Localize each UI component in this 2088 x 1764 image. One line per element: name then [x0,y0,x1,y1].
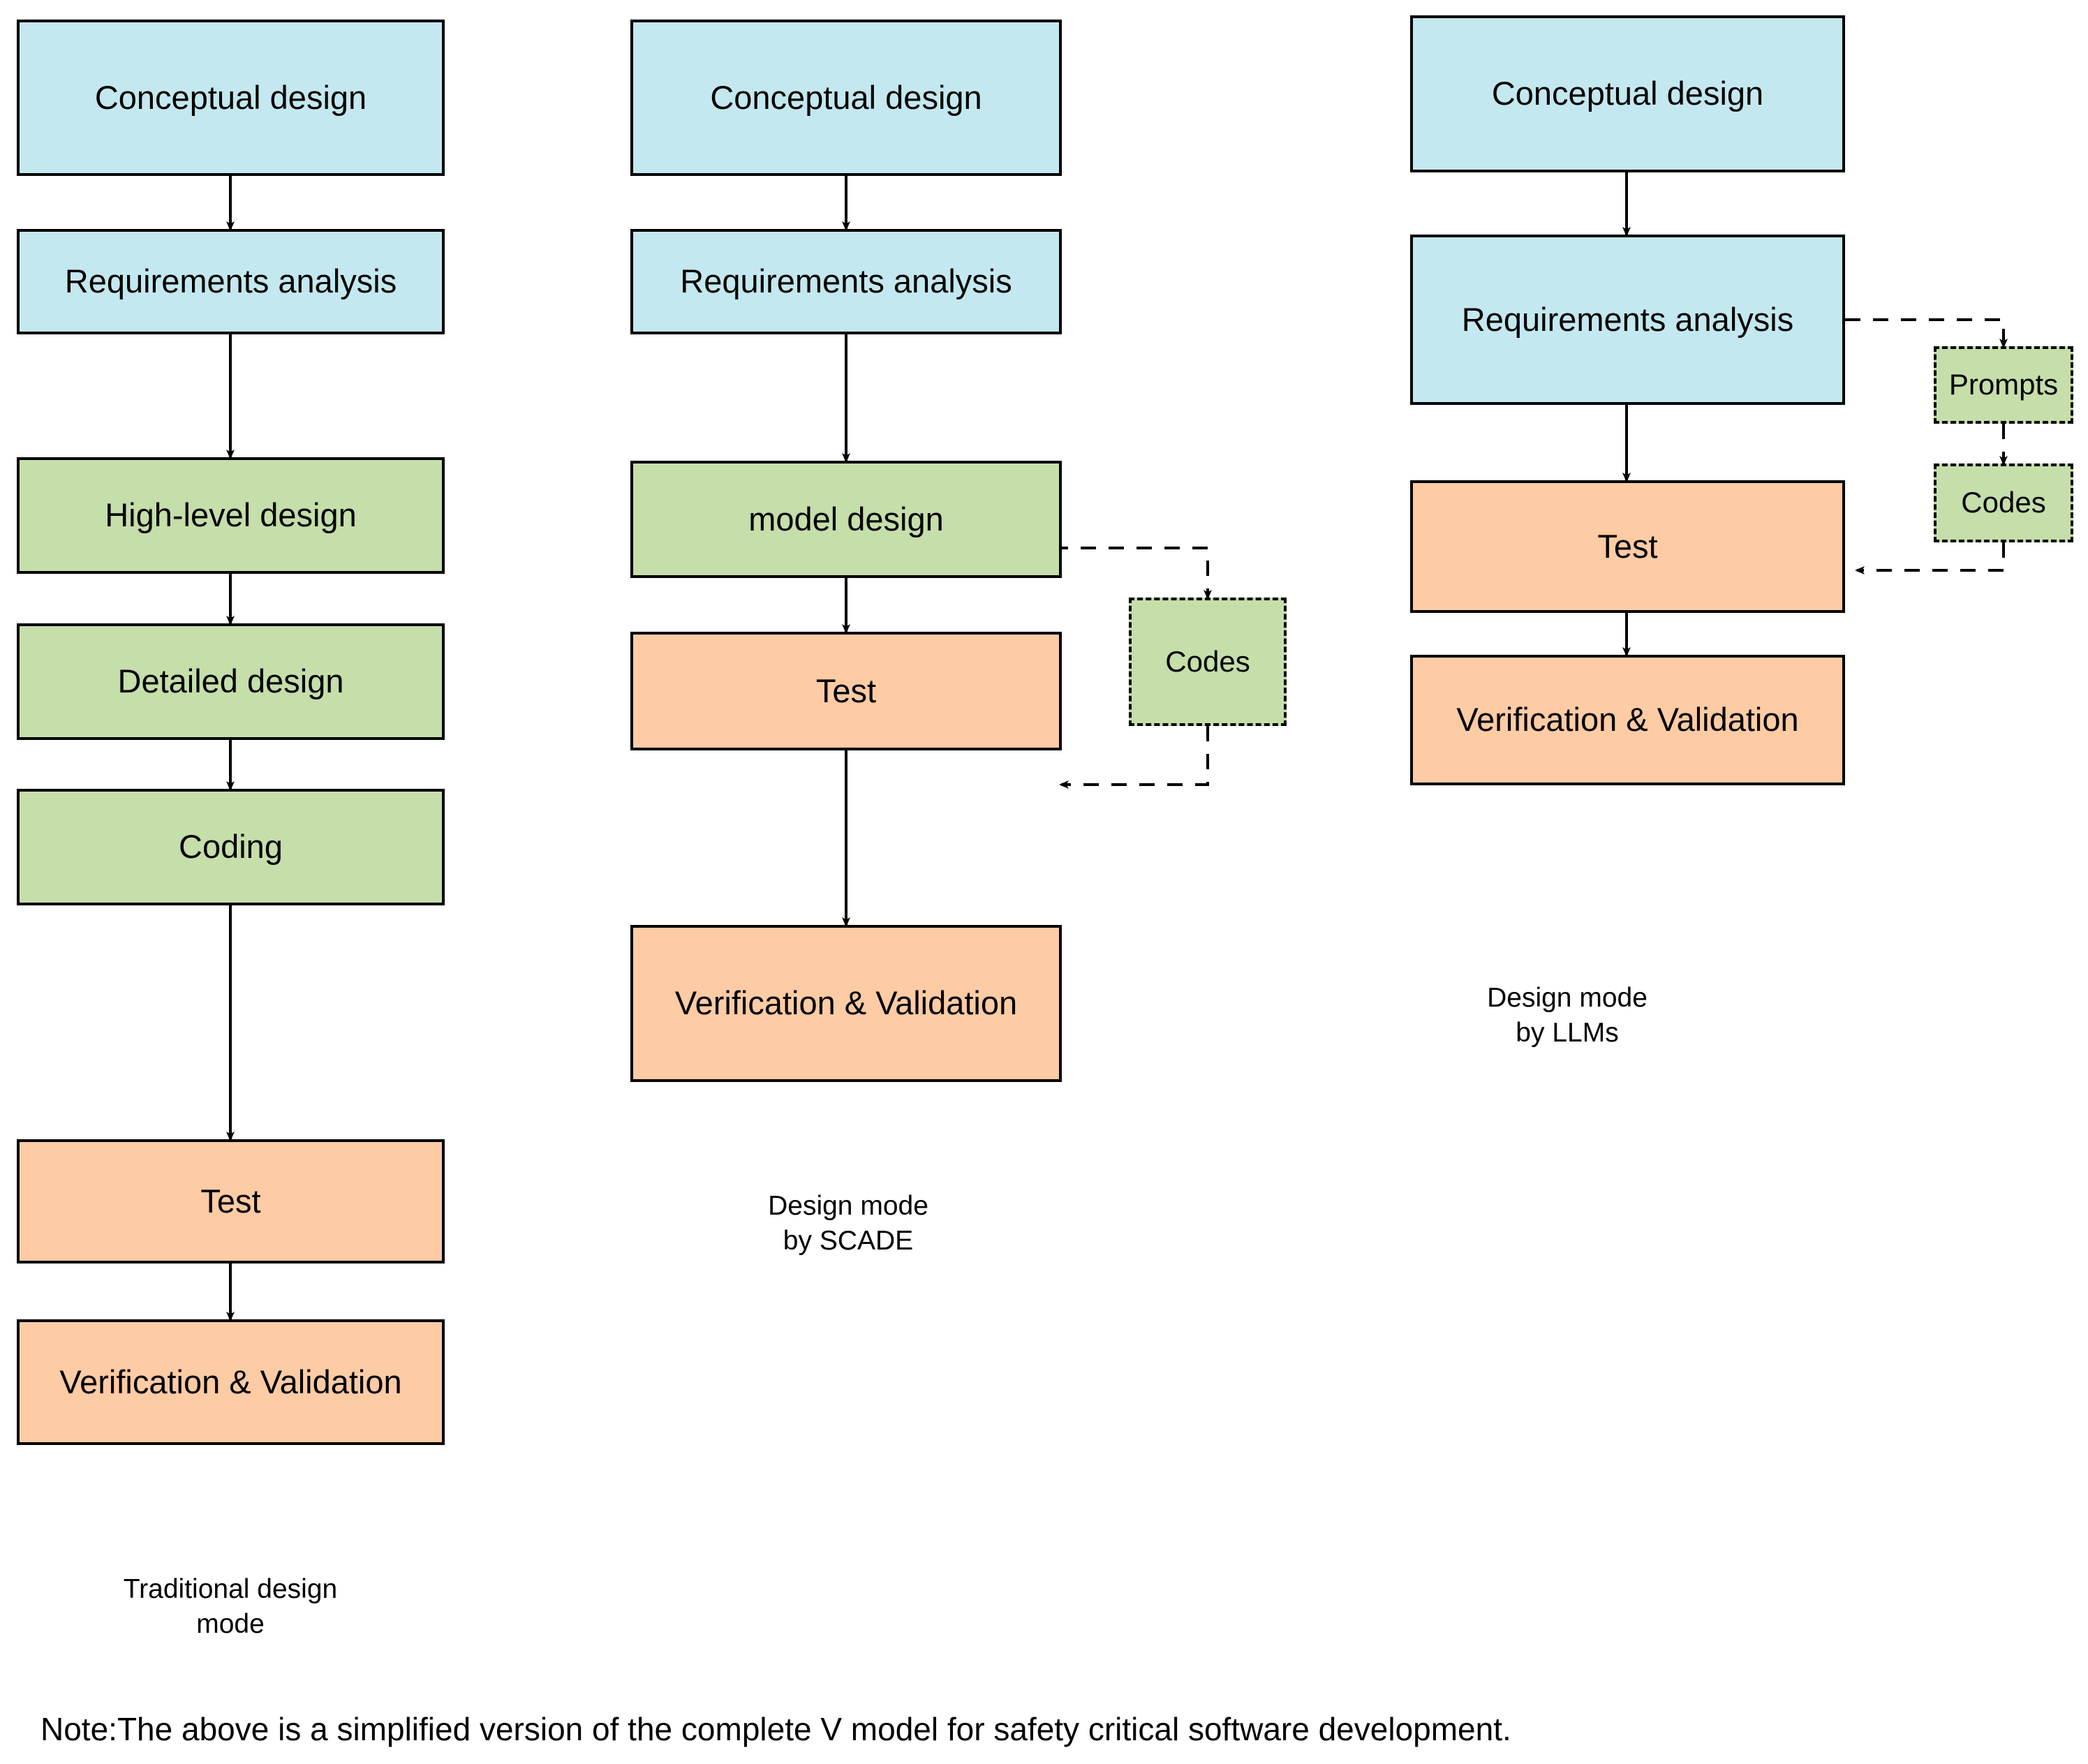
caption-design-mode-by-scade: Design mode by SCADE [768,1191,928,1256]
node-requirements-analysis-llms[interactable]: Requirements analysis [1410,235,1845,405]
node-detailed-design[interactable]: Detailed design [17,623,445,740]
edge-l-requirements-to-l-prompts [1845,318,2008,348]
node-verification-validation-llms[interactable]: Verification & Validation [1410,655,1845,785]
node-codes-scade[interactable]: Codes [1129,598,1287,726]
node-conceptual-design-traditional[interactable]: Conceptual design [17,20,445,176]
node-coding[interactable]: Coding [17,789,445,905]
node-conceptual-design-llms[interactable]: Conceptual design [1410,15,1845,172]
caption-traditional-design-mode: Traditional design mode [123,1574,338,1639]
node-prompts[interactable]: Prompts [1934,346,2073,424]
node-test-traditional[interactable]: Test [17,1139,445,1263]
node-test-llms[interactable]: Test [1410,480,1845,613]
node-codes-llms[interactable]: Codes [1934,464,2073,542]
node-high-level-design[interactable]: High-level design [17,457,445,574]
node-verification-validation-scade[interactable]: Verification & Validation [630,925,1062,1082]
edge-s-codes-to-s-test [1059,726,1209,789]
edge-s-model-to-s-codes [1053,547,1212,600]
node-requirements-analysis-scade[interactable]: Requirements analysis [630,229,1062,334]
node-model-design[interactable]: model design [630,461,1062,578]
caption-design-mode-by-llms: Design mode by LLMs [1487,983,1648,1048]
node-test-scade[interactable]: Test [630,632,1062,750]
edge-l-codes-to-l-test [1855,542,2005,575]
node-requirements-analysis-traditional[interactable]: Requirements analysis [17,229,445,334]
node-verification-validation-traditional[interactable]: Verification & Validation [17,1319,445,1445]
node-conceptual-design-scade[interactable]: Conceptual design [630,20,1062,176]
footnote-note: Note:The above is a simplified version o… [40,1711,1511,1747]
